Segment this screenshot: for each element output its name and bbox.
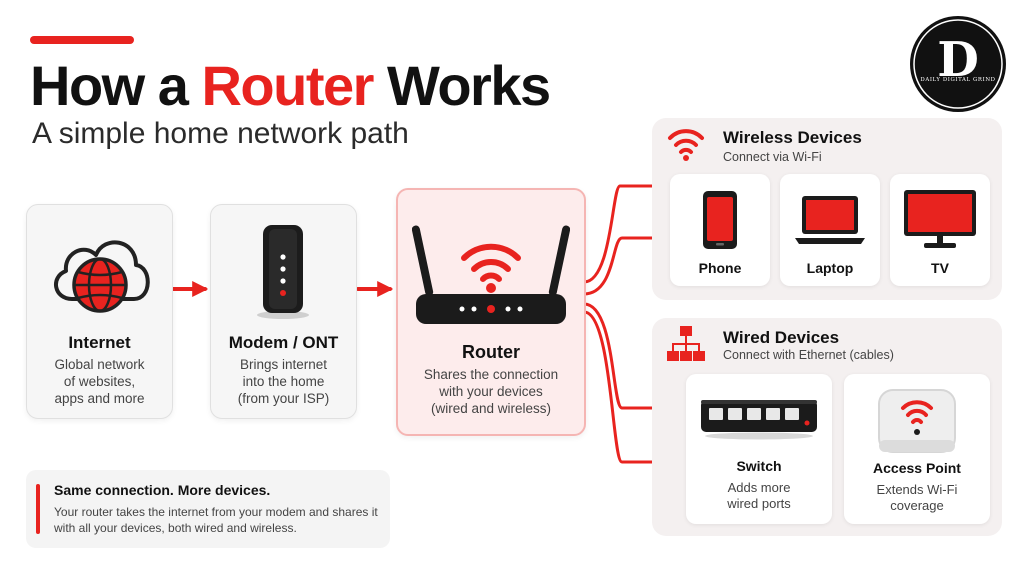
tv-label: TV: [931, 260, 949, 276]
arrow-router-to-wireless: [582, 232, 667, 296]
switch-desc-line: wired ports: [727, 496, 791, 511]
router-card: Router Shares the connection with your d…: [396, 188, 586, 436]
wired-subtitle: Connect with Ethernet (cables): [723, 348, 894, 362]
arrow-router-to-switch: [582, 302, 683, 414]
logo-text: DAILY DIGITAL GRIND: [920, 77, 996, 83]
router-icon: [412, 225, 570, 324]
modem-desc-line: (from your ISP): [237, 391, 330, 406]
network-tree-icon: [667, 326, 705, 361]
wired-devices-panel: Wired Devices Connect with Ethernet (cab…: [652, 318, 1002, 536]
phone-card: Phone: [670, 174, 770, 286]
access-point-label: Access Point: [873, 460, 961, 476]
modem-label: Modem / ONT: [228, 333, 339, 352]
phone-icon: [703, 191, 737, 249]
wifi-icon: [668, 129, 704, 161]
access-point-desc-line: coverage: [890, 498, 944, 513]
title-part-2: Works: [372, 54, 551, 117]
modem-icon: [257, 225, 309, 319]
access-point-card: Access Point Extends Wi-Fi coverage: [844, 374, 990, 524]
tv-icon: [904, 190, 976, 248]
summary-note: Same connection. More devices. Your rout…: [26, 470, 390, 548]
phone-label: Phone: [698, 260, 742, 276]
brand-logo: D DAILY DIGITAL GRIND: [910, 16, 1006, 112]
globe-cloud-icon: [54, 240, 150, 313]
title-highlight: Router: [201, 54, 374, 117]
access-point-desc: Extends Wi-Fi coverage: [844, 482, 990, 514]
modem-card: Modem / ONT Brings internet into the hom…: [210, 204, 357, 419]
note-title: Same connection. More devices.: [54, 482, 271, 498]
note-text: Your router takes the internet from your…: [54, 505, 378, 535]
internet-label: Internet: [68, 333, 131, 352]
wired-title: Wired Devices: [723, 328, 840, 347]
arrow-router-to-wired: [582, 310, 683, 468]
wireless-title: Wireless Devices: [723, 128, 862, 147]
modem-desc-line: into the home: [242, 374, 325, 389]
router-desc-line: with your devices: [439, 384, 543, 399]
laptop-icon: [795, 196, 865, 244]
tv-card: TV: [890, 174, 990, 286]
title-part-1: How a: [30, 54, 202, 117]
router-desc-line: (wired and wireless): [430, 401, 552, 416]
internet-desc-line: apps and more: [54, 391, 145, 406]
note-accent-bar: [36, 484, 40, 534]
switch-icon: [701, 400, 817, 440]
switch-label: Switch: [736, 458, 782, 474]
access-point-icon: [878, 389, 956, 453]
wireless-subtitle: Connect via Wi-Fi: [723, 150, 822, 164]
modem-desc: Brings internet into the home (from your…: [211, 356, 356, 407]
laptop-card: Laptop: [780, 174, 880, 286]
laptop-label: Laptop: [806, 260, 854, 276]
internet-desc-line: Global network: [54, 357, 145, 372]
internet-card: Internet Global network of websites, app…: [26, 204, 173, 419]
logo-emblem-icon: D: [913, 19, 1003, 109]
logo-letter: D: [937, 32, 979, 88]
internet-desc: Global network of websites, apps and mor…: [27, 356, 172, 407]
title-accent-bar: [30, 36, 134, 44]
router-desc-line: Shares the connection: [423, 367, 559, 382]
router-label: Router: [462, 342, 520, 362]
modem-desc-line: Brings internet: [239, 357, 328, 372]
switch-desc-line: Adds more: [727, 480, 791, 495]
internet-desc-line: of websites,: [63, 374, 136, 389]
page-title: How a Router Works: [30, 54, 551, 118]
page-subtitle: A simple home network path: [32, 117, 409, 150]
switch-desc: Adds more wired ports: [686, 480, 832, 512]
access-point-desc-line: Extends Wi-Fi: [876, 482, 958, 497]
switch-card: Switch Adds more wired ports: [686, 374, 832, 524]
wireless-devices-panel: Wireless Devices Connect via Wi-Fi Phone…: [652, 118, 1002, 300]
router-desc: Shares the connection with your devices …: [398, 366, 584, 417]
arrow-router-to-phone: [582, 180, 667, 284]
